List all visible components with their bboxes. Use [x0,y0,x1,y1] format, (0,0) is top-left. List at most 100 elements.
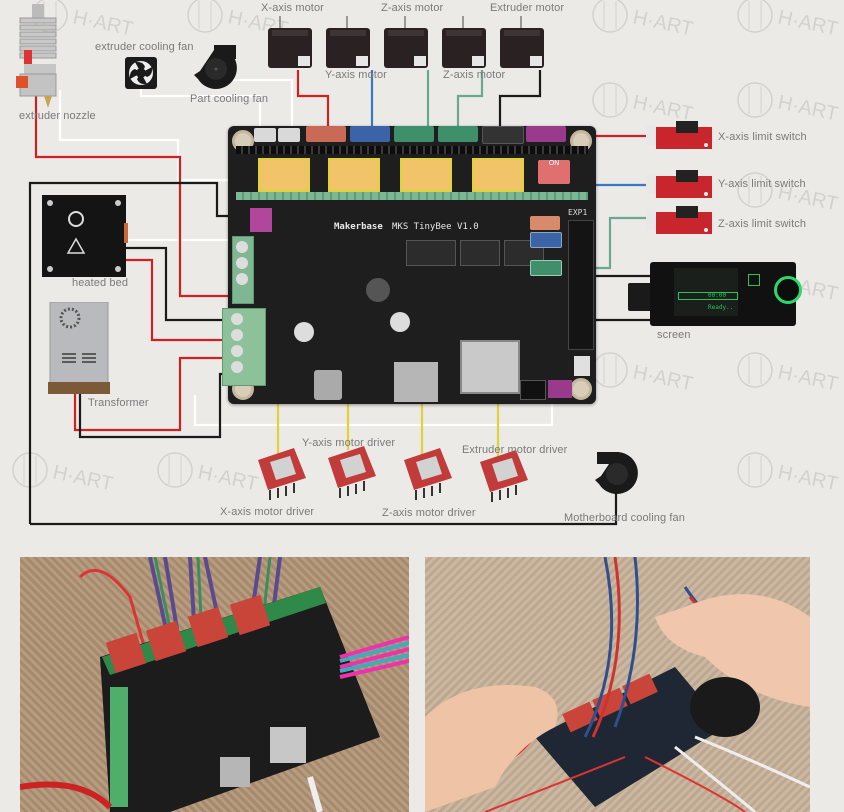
wire-z-motor-2 [456,70,484,128]
inductor [366,278,390,302]
part-cooling-fan-icon [194,45,237,89]
lcd-display: 00:00 Ready.. [674,268,738,316]
hands-photo-illustration [425,557,810,812]
terminal-row [236,192,588,200]
motherboard-fan-icon [595,452,638,494]
y-limit-label: Y-axis limit switch [718,178,806,190]
transformer-icon [48,302,110,394]
e-driver-icon [480,450,528,502]
x-endstop-connector [530,216,560,230]
lcd-icon [748,274,760,286]
z-motor-connector [394,126,434,142]
mb-fan-connector [520,380,546,400]
photo-board-wired [20,557,409,812]
y-motor-icon [326,16,370,68]
x-motor-icon [268,16,312,68]
pin-header [236,146,588,154]
z-driver-icon [404,448,452,500]
screen-label: screen [657,329,691,341]
x-motor-connector [306,126,346,142]
board-photo-illustration [20,557,409,812]
board-model: MKS TinyBee V1.0 [392,222,479,232]
wire-e-motor [498,70,542,128]
heated-bed-icon [42,195,128,277]
y-limit-switch-icon [646,170,712,198]
lcd-status: Ready.. [708,304,734,311]
dip-switch[interactable]: ON [538,160,570,184]
x-motor-label: X-axis motor [261,2,324,14]
rotary-encoder-knob[interactable] [774,276,802,304]
exp1-label: EXP1 [568,208,588,217]
z2-motor-icon [442,16,486,68]
sd-card-adapter [628,283,652,311]
wire-mb-fan-white [193,395,554,427]
extruder-nozzle-icon [16,4,57,108]
wire-x-motor [296,70,330,128]
dip-label: ON [548,160,560,167]
wire-psu-pos [73,356,235,432]
x-limit-switch-icon [646,121,712,149]
wire-bed-pos [126,258,235,342]
aux-connector [548,380,572,398]
extruder-fan-label: extruder cooling fan [95,41,194,53]
wiring-diagram: H·ART H·ART H·ART H·ART H·ART H·ART H·AR… [12,0,840,526]
z2-motor-connector [438,126,478,142]
power-terminal-block [222,308,266,386]
stepper-motors [268,16,544,68]
e-driver-slot [472,158,524,192]
heater-connector [250,208,272,232]
y-endstop-connector [530,232,562,248]
e-motor-connector [482,126,524,144]
extruder-fan-icon [125,57,157,89]
lcd-screen: 00:00 Ready.. [650,262,802,326]
y-driver-label: Y-axis motor driver [302,437,396,449]
z-driver-label: Z-axis motor driver [382,507,476,519]
z-driver-slot [400,158,452,192]
bed-label: heated bed [72,277,129,289]
x-driver-label: X-axis motor driver [220,506,315,518]
e-motor-icon [500,16,544,68]
wire-part-fan [212,78,294,130]
exp-headers [568,220,594,350]
z-limit-switch-icon [646,206,712,234]
x-limit-label: X-axis limit switch [718,131,807,143]
e-driver-label: Extruder motor driver [462,444,568,456]
wire-nozzle-thermistor [58,90,234,198]
white-connector [574,356,590,376]
board-brand: Makerbase [334,222,383,232]
e-motor-label: Extruder motor [490,2,565,14]
nozzle-label: extruder nozzle [19,110,96,122]
z-limit-label: Z-axis limit switch [718,218,807,230]
wire-nozzle-heater [34,96,238,298]
psu-label: Transformer [88,397,149,409]
part-fan-label: Part cooling fan [190,93,269,105]
photo-hands-wiring [425,557,810,812]
e2-motor-connector [526,126,566,142]
capacitor [390,312,410,332]
y-driver-icon [328,446,376,498]
heater-terminal-block [232,236,254,304]
mount-hole [570,378,592,400]
y-driver-slot [328,158,380,192]
z-motor-icon [384,16,428,68]
usb-c-port[interactable] [314,370,342,400]
mb-fan-label: Motherboard cooling fan [564,512,685,524]
fan-connector [254,128,276,142]
fan-connector [278,128,300,142]
capacitor [294,322,314,342]
sd-card-slot[interactable] [394,362,438,402]
y-motor-label: Y-axis motor [325,69,387,81]
x-driver-slot [258,158,310,192]
wire-bed-neg [126,246,235,322]
y-motor-connector [350,126,390,142]
wire-mb-fan [28,181,618,526]
x-driver-icon [258,448,306,500]
z-motor-label-1: Z-axis motor [381,2,444,14]
esp32-module [460,340,520,394]
lcd-bar [678,292,738,300]
z-endstop-connector [530,260,562,276]
chip [406,240,456,266]
lcd-time: 00:00 [708,292,727,299]
motherboard: ON Makerbase MKS TinyBee V1.0 EXP1 [228,126,596,404]
z-motor-label-2: Z-axis motor [443,69,506,81]
